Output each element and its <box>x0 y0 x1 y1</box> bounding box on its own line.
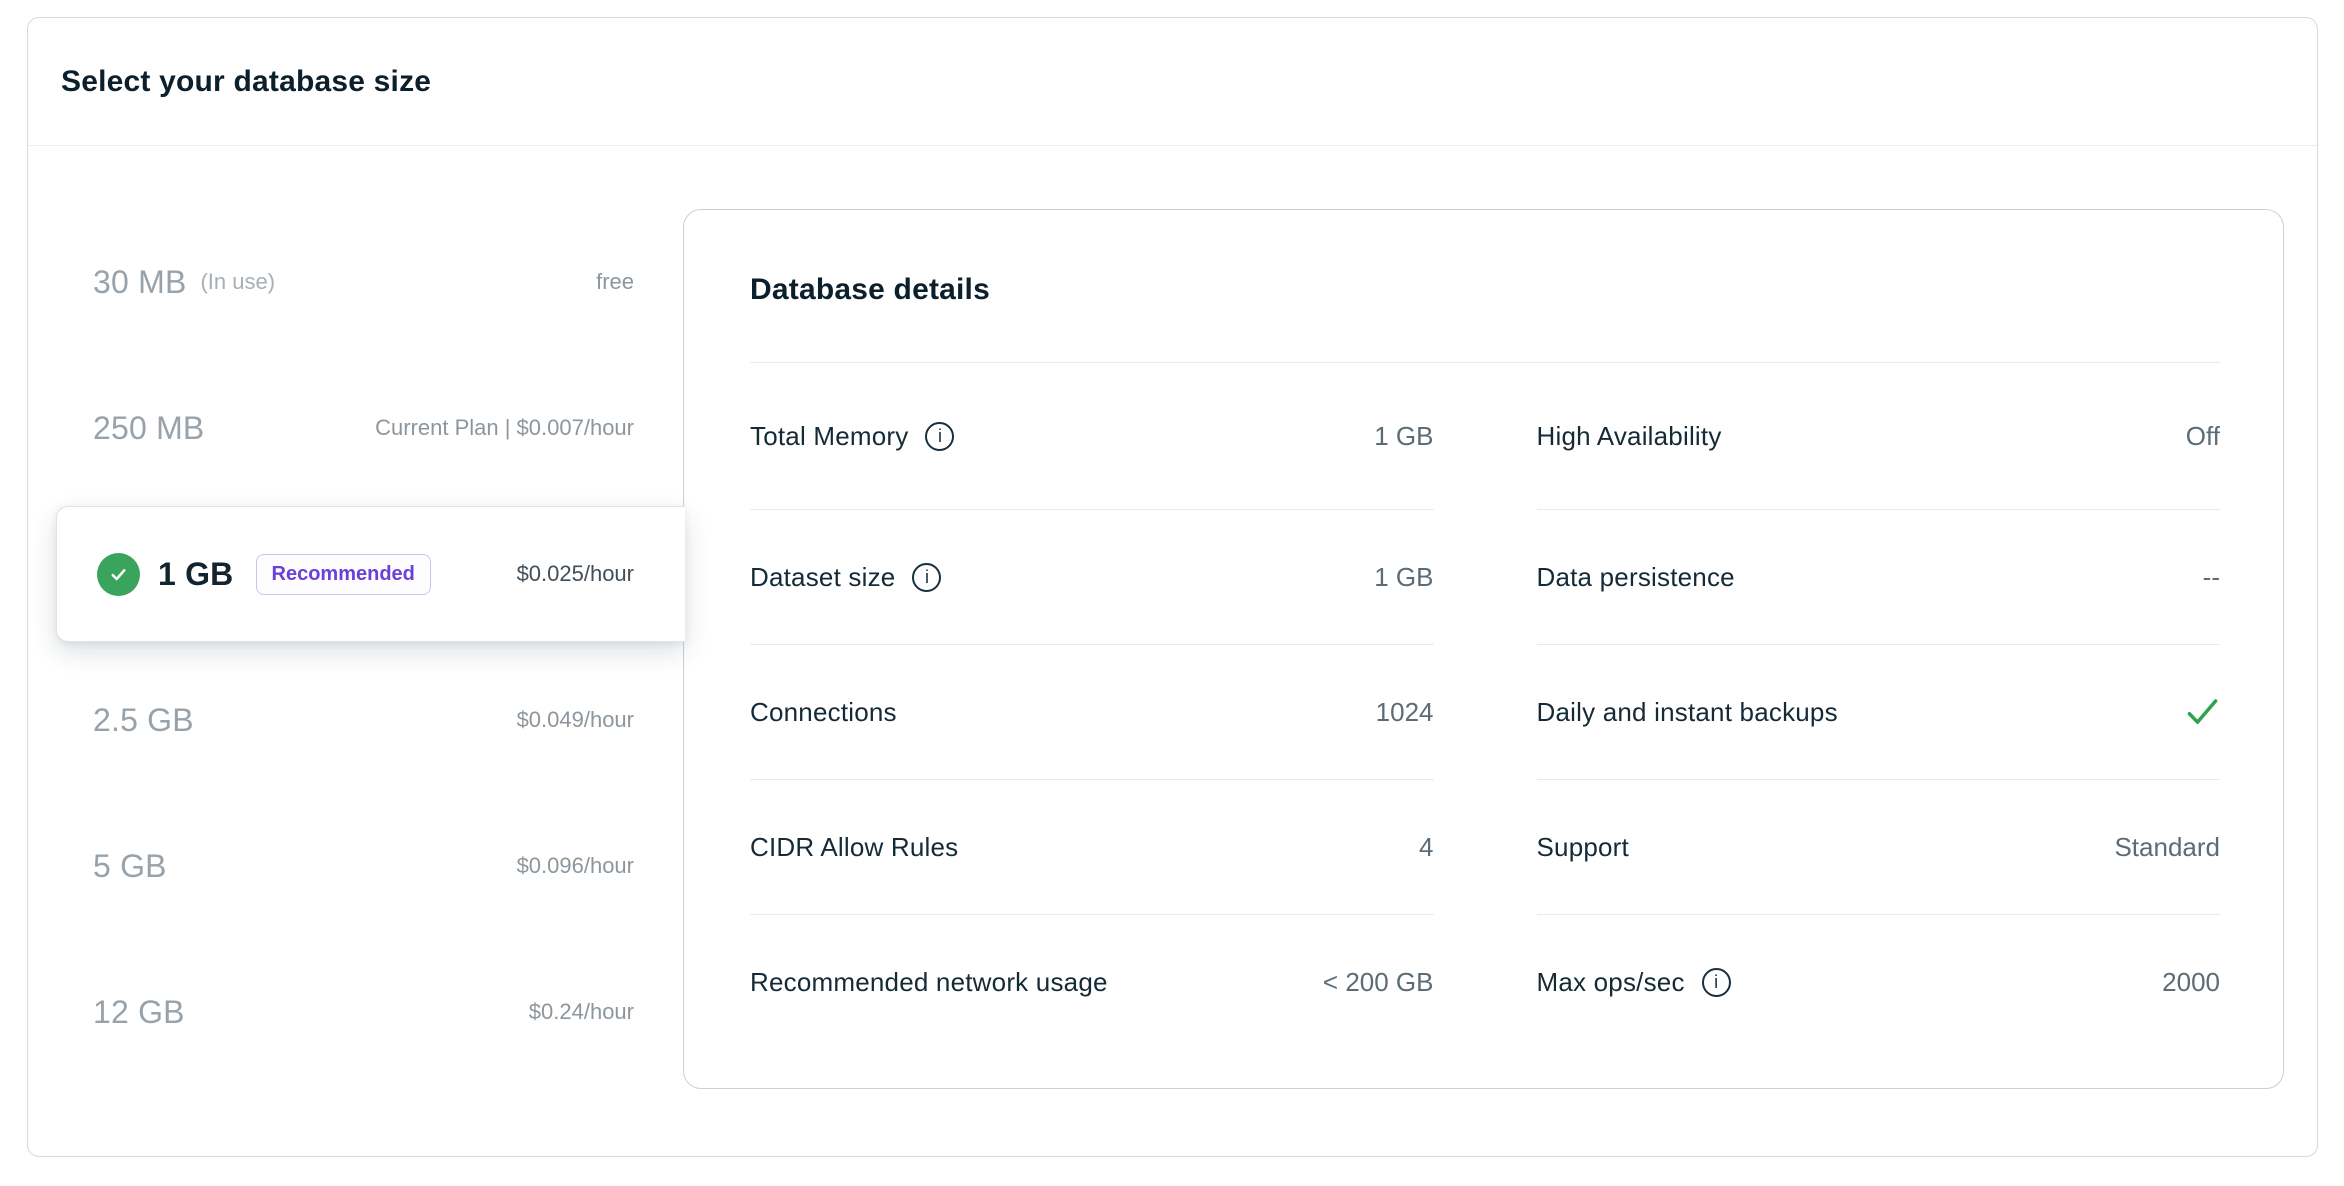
included-check-icon <box>2185 696 2220 728</box>
detail-label: CIDR Allow Rules <box>750 831 959 862</box>
detail-row-connections: Connections 1024 <box>750 645 1434 780</box>
size-note: (In use) <box>200 269 276 294</box>
detail-label: Recommended network usage <box>750 967 1108 997</box>
selected-check-icon <box>97 552 140 596</box>
detail-row-dataset-size: Dataset size i 1 GB <box>750 510 1434 645</box>
detail-row-max-ops-sec: Max ops/sec i 2000 <box>1537 915 2220 1050</box>
detail-value: 4 <box>1419 831 1434 862</box>
info-icon[interactable]: i <box>1701 968 1731 997</box>
size-option-250-mb[interactable]: 250 MB Current Plan | $0.007/hour <box>56 355 683 501</box>
detail-value: 1 GB <box>1374 420 1434 451</box>
select-database-size-card: Select your database size 30 MB (In use)… <box>27 17 2318 1157</box>
recommended-badge: Recommended <box>255 553 431 595</box>
detail-value: Off <box>2185 420 2220 451</box>
detail-value: 2000 <box>2162 967 2220 997</box>
detail-row-daily-and-instant-backups: Daily and instant backups <box>1536 645 2220 780</box>
detail-row-support: Support Standard <box>1536 780 2220 915</box>
detail-label-wrap: High Availability <box>1537 421 1722 452</box>
detail-label: Support <box>1536 831 1629 862</box>
size-label: 5 GB <box>93 847 167 884</box>
details-title-divider <box>750 362 2220 363</box>
detail-label-wrap: Support <box>1537 832 1629 863</box>
details-column-right: High Availability Off Data persistence -… <box>1536 363 2220 1050</box>
size-price: free <box>596 269 634 294</box>
detail-label-wrap: Recommended network usage <box>750 967 1108 998</box>
detail-label-wrap: Data persistence <box>1537 562 1735 593</box>
detail-label: Dataset size <box>750 561 896 592</box>
card-body: 30 MB (In use) free 250 MB Current Plan … <box>28 146 2317 1089</box>
size-label: 1 GB <box>158 555 234 592</box>
detail-label-wrap: Max ops/sec i <box>1537 967 1731 998</box>
detail-label-wrap: Connections <box>750 697 897 728</box>
detail-row-recommended-network-usage: Recommended network usage < 200 GB <box>750 915 1434 1050</box>
details-columns: Total Memory i 1 GB Dataset size i 1 GB … <box>750 363 2220 1050</box>
detail-label-wrap: Total Memory i <box>750 420 955 452</box>
detail-row-total-memory: Total Memory i 1 GB <box>750 363 1434 510</box>
size-price: $0.049/hour <box>516 707 634 732</box>
size-label: 2.5 GB <box>93 701 194 738</box>
size-option-30-mb[interactable]: 30 MB (In use) free <box>56 209 683 355</box>
detail-label-wrap: Dataset size i <box>750 561 942 593</box>
size-price: $0.096/hour <box>516 853 634 878</box>
size-price: Current Plan | $0.007/hour <box>375 415 634 440</box>
detail-row-data-persistence: Data persistence -- <box>1536 510 2220 645</box>
info-icon[interactable]: i <box>925 421 955 451</box>
detail-label-wrap: CIDR Allow Rules <box>750 832 958 863</box>
size-option-12-gb[interactable]: 12 GB $0.24/hour <box>56 939 683 1085</box>
size-price: $0.24/hour <box>528 999 634 1024</box>
database-size-list: 30 MB (In use) free 250 MB Current Plan … <box>56 209 685 1085</box>
detail-label: Connections <box>750 696 897 727</box>
detail-row-cidr-allow-rules: CIDR Allow Rules 4 <box>750 780 1434 915</box>
detail-value: 1 GB <box>1374 561 1434 592</box>
card-title: Select your database size <box>61 64 432 98</box>
detail-label: Data persistence <box>1536 561 1735 592</box>
size-label: 250 MB <box>93 409 205 446</box>
detail-value: Standard <box>2114 831 2220 862</box>
detail-value: -- <box>2202 561 2220 592</box>
detail-value: 1024 <box>1375 696 1434 727</box>
size-option-5-gb[interactable]: 5 GB $0.096/hour <box>56 793 683 939</box>
details-title: Database details <box>750 273 990 306</box>
size-label: 30 MB <box>93 263 187 300</box>
card-header: Select your database size <box>28 18 2317 146</box>
detail-label: Total Memory <box>750 420 909 451</box>
size-option-2-5-gb[interactable]: 2.5 GB $0.049/hour <box>56 647 683 793</box>
size-price: $0.025/hour <box>516 561 634 586</box>
detail-label: Max ops/sec <box>1536 967 1685 997</box>
detail-label: Daily and instant backups <box>1536 696 1838 727</box>
detail-label-wrap: Daily and instant backups <box>1537 697 1838 728</box>
size-option-1-gb[interactable]: 1 GB Recommended $0.025/hour <box>56 506 685 642</box>
info-icon[interactable]: i <box>912 562 942 592</box>
details-column-left: Total Memory i 1 GB Dataset size i 1 GB … <box>750 363 1434 1050</box>
database-details-panel: Database details Total Memory i 1 GB Dat… <box>683 209 2284 1089</box>
detail-row-high-availability: High Availability Off <box>1536 363 2220 510</box>
detail-label: High Availability <box>1536 420 1722 451</box>
detail-value: < 200 GB <box>1322 967 1434 997</box>
size-label: 12 GB <box>93 993 185 1030</box>
